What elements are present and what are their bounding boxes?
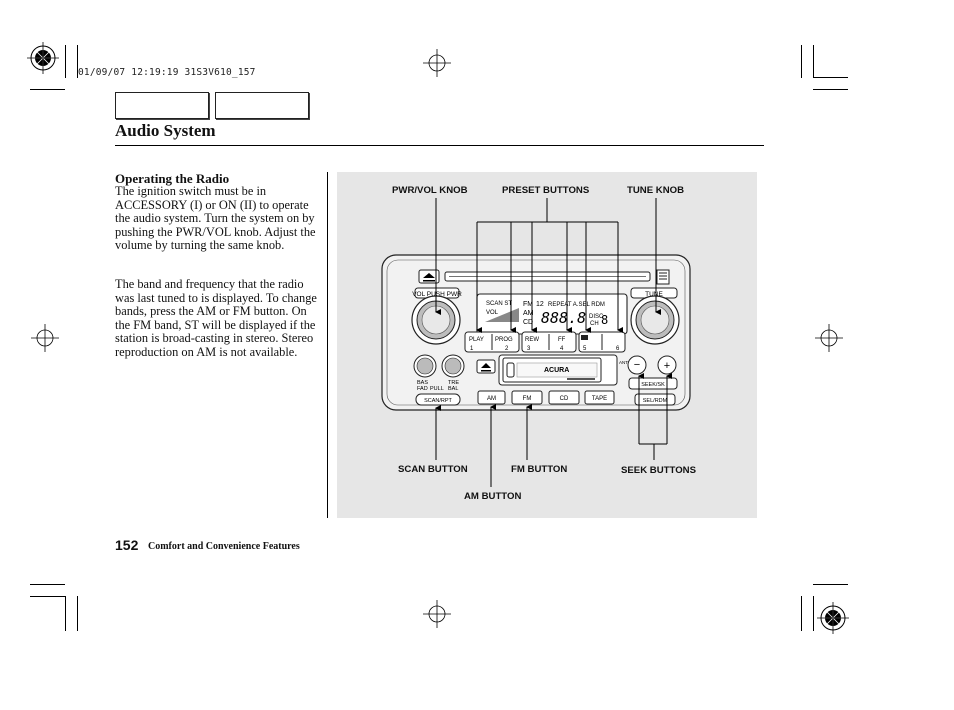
svg-text:6: 6	[616, 346, 620, 352]
callout-fm-button: FM BUTTON	[511, 464, 568, 475]
svg-text:SEL/RDM: SEL/RDM	[643, 398, 668, 404]
svg-text:FF: FF	[558, 337, 566, 343]
svg-text:3: 3	[527, 346, 531, 352]
radio-illustration: VOL PUSH PWR TUNE SCAN ST VOL FM 12 AM C…	[381, 198, 691, 487]
tune-knob	[630, 295, 680, 345]
pwr-vol-knob	[411, 295, 461, 345]
seek-minus-button	[627, 355, 647, 375]
svg-text:PULL: PULL	[430, 386, 444, 392]
callout-preset-buttons: PRESET BUTTONS	[502, 185, 590, 196]
svg-text:TRE: TRE	[448, 380, 459, 386]
vol-pwr-label: VOL PUSH PWR	[412, 291, 462, 298]
svg-text:VOL: VOL	[486, 310, 499, 316]
svg-text:DISC: DISC	[589, 314, 604, 320]
svg-text:SCAN ST: SCAN ST	[486, 301, 512, 307]
footer-section-name: Comfort and Convenience Features	[148, 541, 300, 552]
svg-text:SCAN/RPT: SCAN/RPT	[424, 398, 452, 404]
nav-tab-2[interactable]	[215, 92, 309, 119]
svg-text:2: 2	[505, 346, 509, 352]
tape-eject-icon	[481, 363, 491, 372]
svg-text:SEEK/SK: SEEK/SK	[641, 382, 665, 388]
svg-text:12: 12	[536, 301, 544, 308]
tune-label: TUNE	[645, 291, 663, 298]
nav-tab-1[interactable]	[115, 92, 209, 119]
svg-text:−: −	[634, 359, 640, 371]
svg-text:4: 4	[560, 346, 564, 352]
print-stamp: 01/09/07 12:19:19 31S3V610_157	[78, 67, 256, 78]
svg-text:8: 8	[601, 313, 608, 327]
callout-am-button: AM BUTTON	[464, 491, 522, 502]
svg-text:BAS: BAS	[417, 380, 428, 386]
svg-text:FAD: FAD	[417, 386, 428, 392]
subsection-heading: Operating the Radio	[115, 171, 230, 186]
svg-text:BAL: BAL	[448, 386, 458, 392]
svg-text:5: 5	[583, 346, 587, 352]
eject-icon	[423, 273, 435, 282]
svg-text:REW: REW	[525, 337, 539, 343]
svg-text:CH: CH	[590, 321, 599, 327]
paragraph-2: The band and frequency that the radio wa…	[115, 277, 317, 359]
svg-text:ACURA: ACURA	[544, 367, 569, 374]
svg-text:888.8: 888.8	[541, 309, 586, 327]
callout-tune-knob: TUNE KNOB	[627, 185, 685, 196]
svg-text:CD: CD	[560, 396, 569, 402]
svg-text:TAPE: TAPE	[592, 396, 607, 402]
svg-text:AM: AM	[487, 396, 496, 402]
svg-text:REPEAT A.SEL RDM: REPEAT A.SEL RDM	[548, 302, 605, 308]
svg-text:+: +	[664, 360, 670, 372]
cd-button-shape	[548, 390, 580, 405]
svg-text:1: 1	[470, 346, 474, 352]
svg-text:PLAY: PLAY	[469, 337, 484, 343]
paragraph-1: The ignition switch must be in ACCESSORY…	[115, 184, 316, 253]
svg-text:AM: AM	[523, 310, 534, 317]
page-number: 152	[115, 537, 139, 553]
svg-text:FM: FM	[523, 396, 532, 402]
svg-text:PROG: PROG	[495, 337, 513, 343]
callout-scan-button: SCAN BUTTON	[398, 464, 468, 475]
svg-text:FM: FM	[523, 301, 533, 308]
svg-text:CD: CD	[523, 319, 533, 326]
title-rule	[115, 145, 764, 146]
callout-seek-buttons: SEEK BUTTONS	[621, 465, 696, 476]
column-divider	[327, 172, 328, 518]
tape-button-shape	[584, 390, 615, 405]
callout-pwr-vol-knob: PWR/VOL KNOB	[392, 185, 468, 196]
preset-buttons-group: PLAY 1 PROG 2 REW 3 FF 4 5 6	[464, 331, 626, 353]
section-title: Audio System	[115, 121, 216, 140]
